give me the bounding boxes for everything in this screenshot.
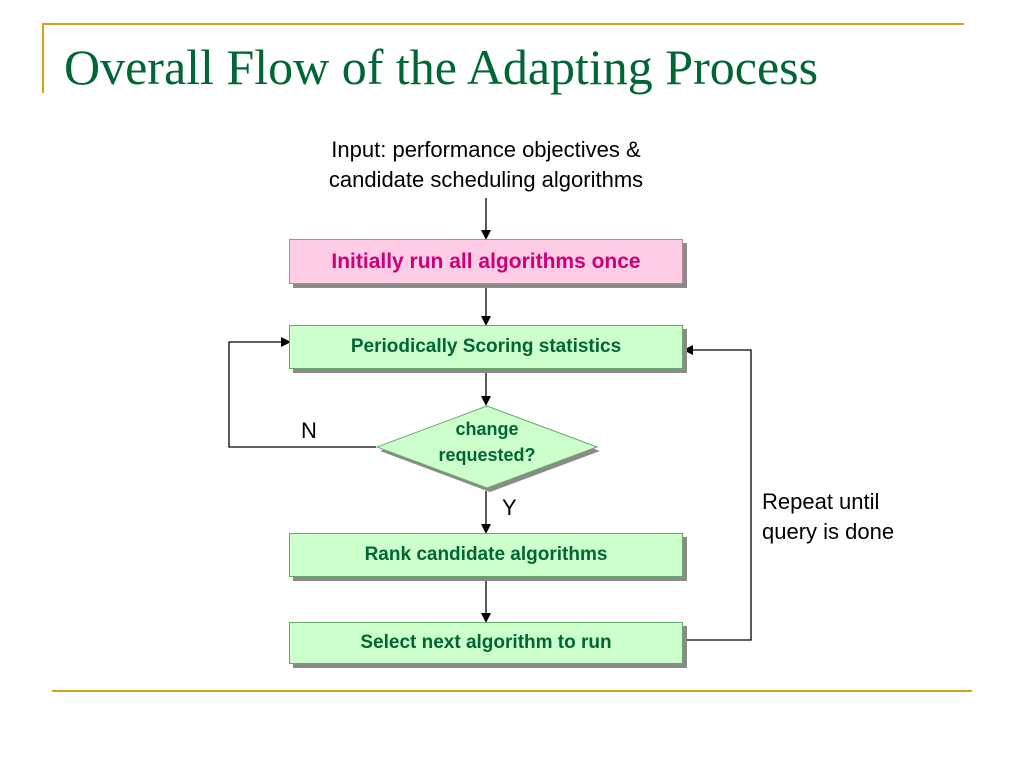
input-line-1: Input: performance objectives & <box>331 137 641 162</box>
step-initial-run: Initially run all algorithms once <box>289 239 683 284</box>
slide-title: Overall Flow of the Adapting Process <box>64 39 819 95</box>
repeat-annotation: Repeat until query is done <box>762 487 894 547</box>
bottom-accent-line <box>52 690 972 692</box>
input-description: Input: performance objectives & candidat… <box>296 135 676 195</box>
yes-branch-label: Y <box>502 495 517 520</box>
left-accent-line <box>42 23 44 93</box>
arrow-no-loop <box>228 337 376 448</box>
decision-line-2: requested? <box>438 445 536 465</box>
decision-label: change requested? <box>376 416 598 468</box>
decision-line-1: change <box>455 419 519 439</box>
repeat-line-1: Repeat until <box>762 489 880 514</box>
step-rank-algorithms: Rank candidate algorithms <box>289 533 683 577</box>
step-select-next-algorithm: Select next algorithm to run <box>289 622 683 664</box>
top-accent-line <box>42 23 964 25</box>
repeat-line-2: query is done <box>762 519 895 544</box>
decision-diamond <box>375 405 599 489</box>
input-line-2: candidate scheduling algorithms <box>328 167 644 192</box>
no-branch-label: N <box>301 418 317 443</box>
step-scoring-statistics: Periodically Scoring statistics <box>289 325 683 369</box>
arrow-repeat-loop <box>683 345 752 641</box>
